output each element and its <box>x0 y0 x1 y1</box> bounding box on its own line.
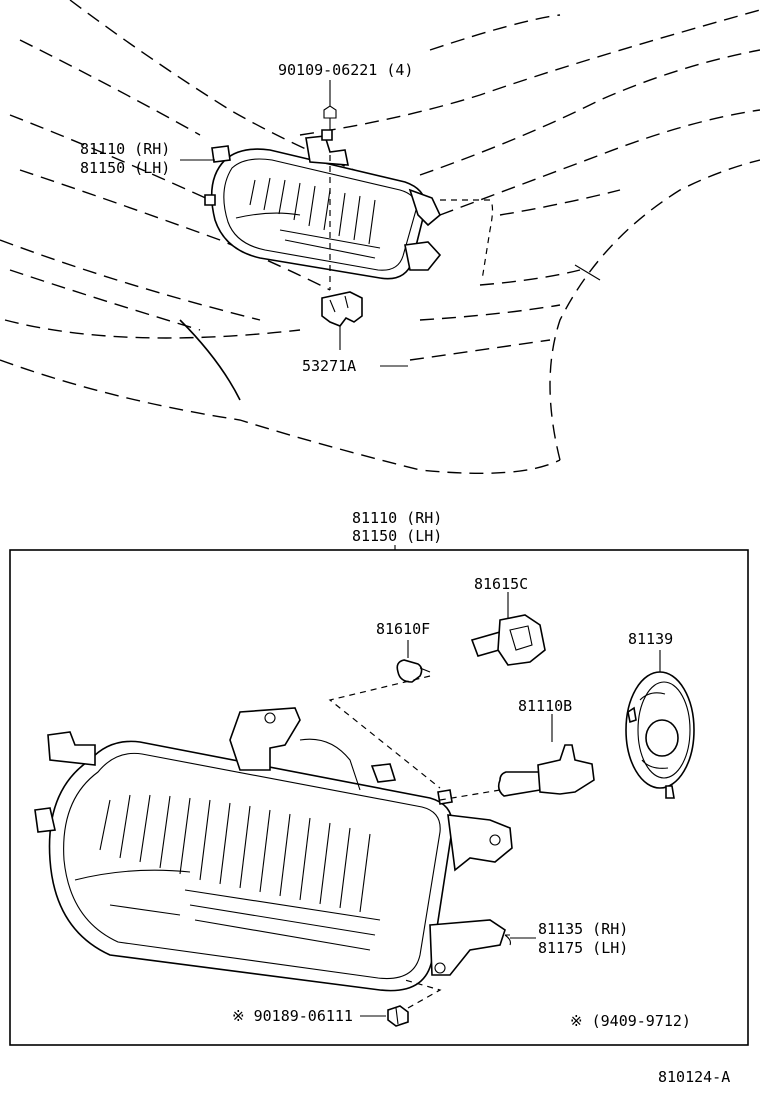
bulb-81110b <box>497 714 595 797</box>
bulb-81610f <box>396 640 431 683</box>
label-date-note: ※ (9409-9712) <box>570 1012 691 1030</box>
label-top-lamp-lh: 81150 (LH) <box>80 159 170 177</box>
label-main-lamp-rh: 81110 (RH) <box>352 509 442 527</box>
cap-81139 <box>625 650 695 799</box>
headlamp-large-view <box>34 707 513 992</box>
label-bulb-81610f: 81610F <box>376 620 430 638</box>
label-adjuster-rh: 81135 (RH) <box>538 920 628 938</box>
bracket-53271a <box>321 291 363 327</box>
label-cap-81139: 81139 <box>628 630 673 648</box>
vehicle-body-outline <box>0 0 760 475</box>
exploded-guides <box>328 675 536 1009</box>
label-bulb-81110b: 81110B <box>518 697 572 715</box>
socket-81615c <box>470 592 546 666</box>
headlamp-small-view <box>204 105 494 290</box>
screw-90189-06111 <box>360 1005 409 1027</box>
label-main-lamp-lh: 81150 (LH) <box>352 527 442 545</box>
label-diagram-id: 810124-A <box>658 1068 730 1086</box>
label-socket-81615c: 81615C <box>474 575 528 593</box>
assembly-frame <box>9 549 749 1046</box>
top-leaders <box>180 80 408 367</box>
label-bolt-90109-06221: 90109-06221 (4) <box>278 61 413 79</box>
label-screw-90189-06111: ※ 90189-06111 <box>232 1007 353 1025</box>
label-top-lamp-rh: 81110 (RH) <box>80 140 170 158</box>
label-bracket-53271a: 53271A <box>302 357 356 375</box>
label-adjuster-lh: 81175 (LH) <box>538 939 628 957</box>
